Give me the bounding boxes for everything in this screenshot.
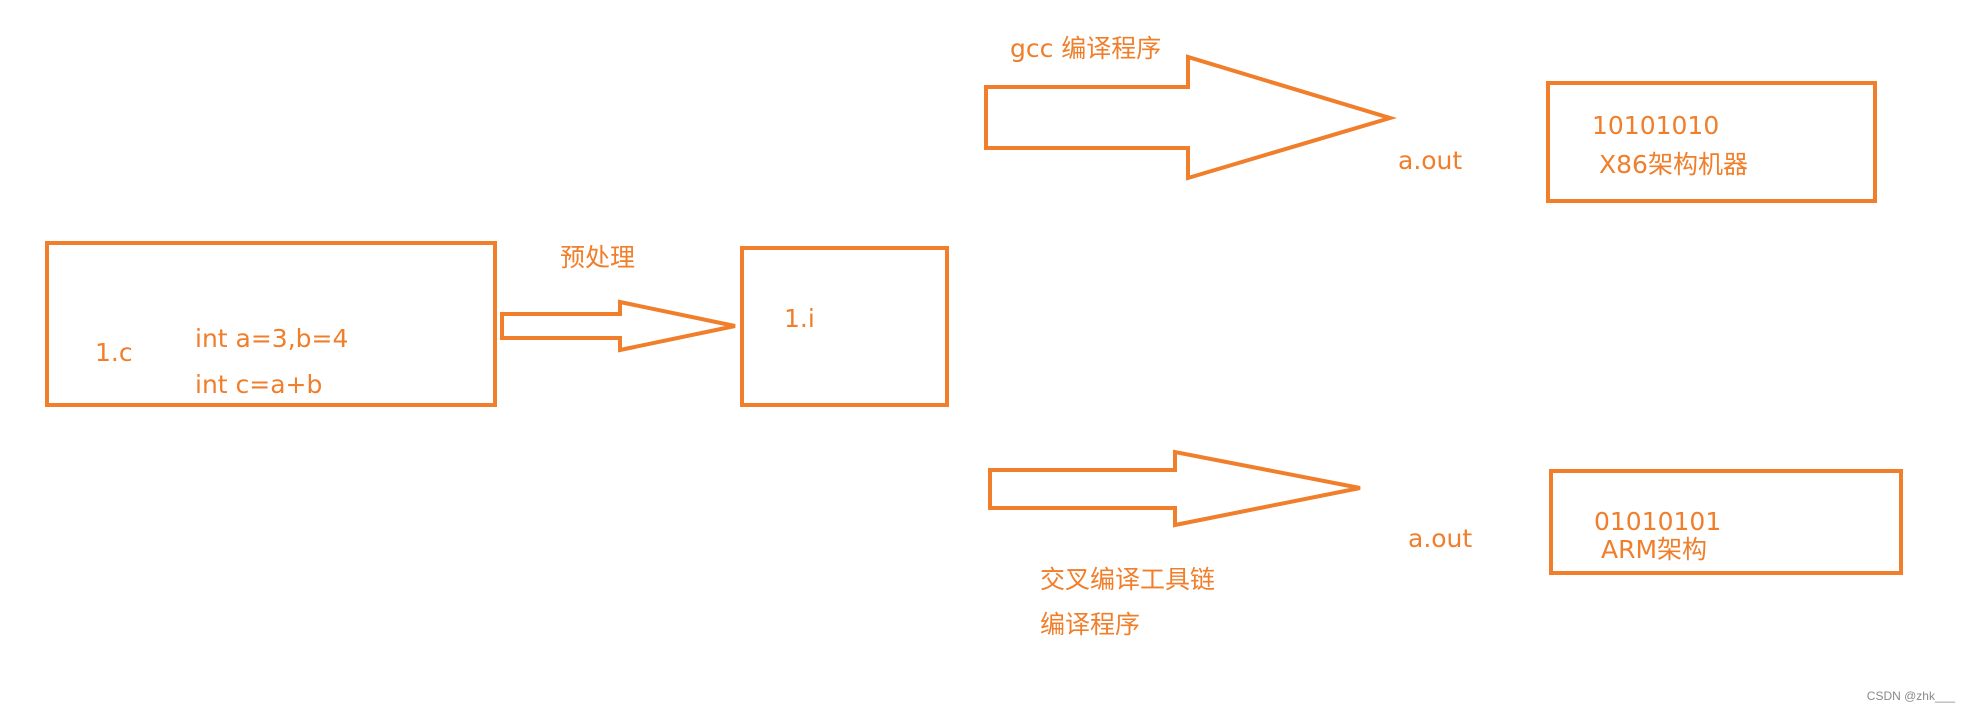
intermediate-file-box	[740, 246, 949, 407]
source-file-box	[45, 241, 497, 407]
source-code-line-1: int a=3,b=4	[195, 324, 349, 353]
x86-result-box	[1546, 81, 1877, 203]
csdn-watermark: CSDN @zhk___	[1866, 689, 1955, 703]
cross-output-label: a.out	[1408, 524, 1473, 553]
preprocess-arrow	[500, 299, 736, 353]
gcc-compile-label: gcc 编译程序	[1010, 34, 1162, 63]
source-file-name: 1.c	[95, 338, 133, 367]
gcc-output-label: a.out	[1398, 146, 1463, 175]
x86-arch-label: X86架构机器	[1599, 150, 1748, 179]
cross-compile-arrow	[988, 449, 1361, 528]
gcc-compile-arrow	[984, 54, 1397, 181]
arm-result-box	[1549, 469, 1903, 575]
preprocess-label: 预处理	[560, 243, 636, 272]
arm-binary-text: 01010101	[1594, 507, 1722, 536]
cross-toolchain-label: 交叉编译工具链	[1040, 565, 1216, 594]
x86-binary-text: 10101010	[1592, 111, 1720, 140]
cross-compile-label: 编译程序	[1040, 610, 1141, 639]
intermediate-file-name: 1.i	[784, 304, 815, 333]
arm-arch-label: ARM架构	[1601, 535, 1708, 564]
source-code-line-2: int c=a+b	[195, 370, 323, 399]
